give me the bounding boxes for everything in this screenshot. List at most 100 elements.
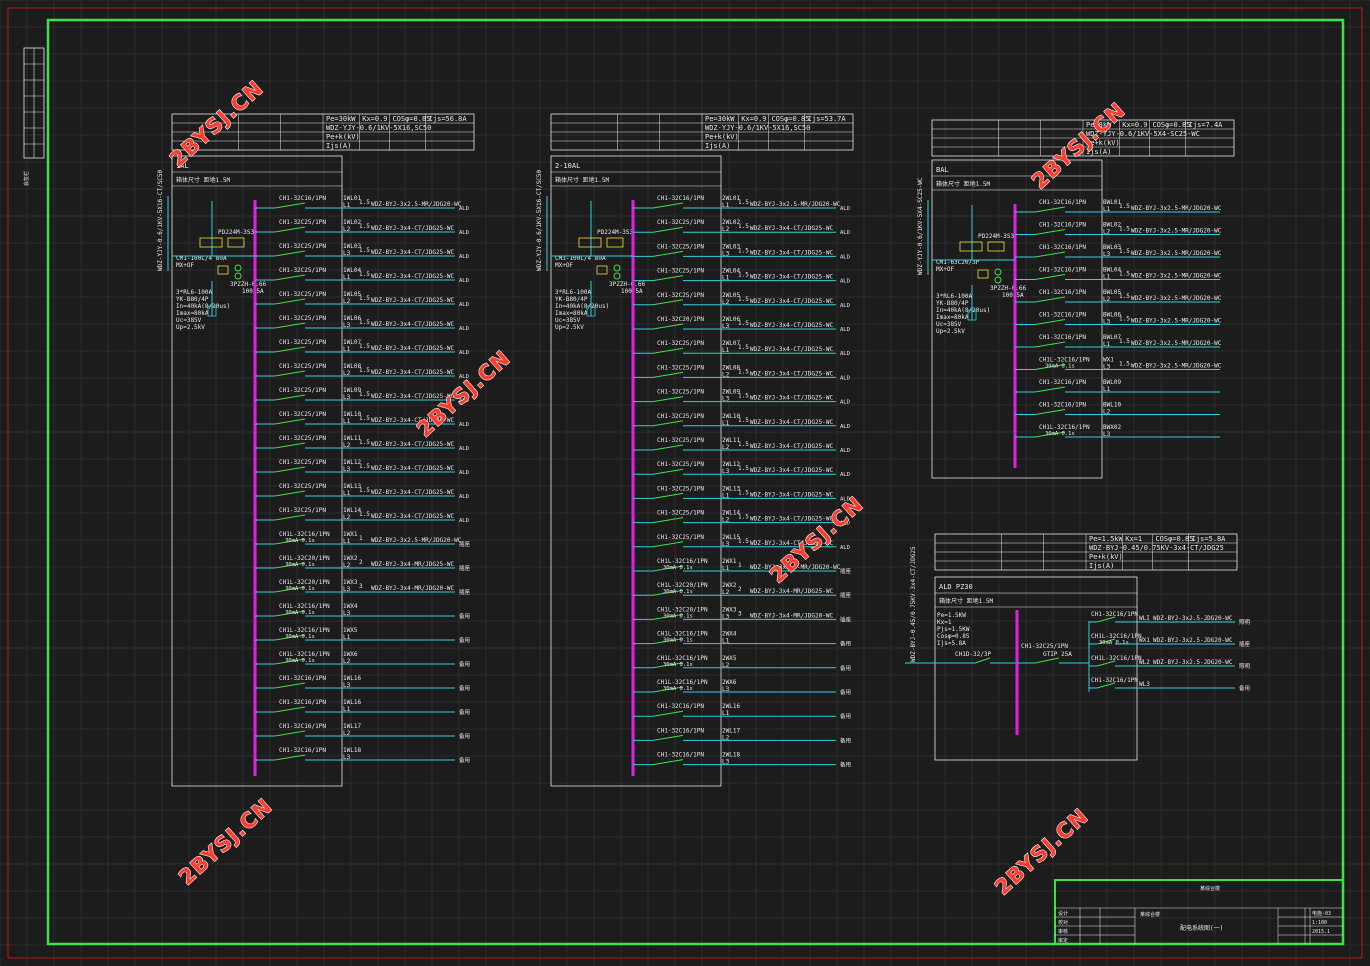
destination: 备用 xyxy=(459,660,470,668)
breaker-contact xyxy=(652,710,684,717)
circuit-no: 2WL06 xyxy=(722,316,740,323)
breaker-contact xyxy=(652,396,684,403)
phase: L3 xyxy=(343,466,351,473)
circuit-no: 2WL01 xyxy=(722,195,740,202)
panel-box xyxy=(171,155,343,787)
header-ijs: Ijs=56.8A xyxy=(429,115,468,123)
circuit-no: BWL10 xyxy=(1103,402,1121,409)
rcd-spec: 30mA 0.1s xyxy=(285,658,315,664)
power: 1.5 xyxy=(738,441,749,448)
circuit-no: 2WL10 xyxy=(722,413,740,420)
circuit-no: BWL06 xyxy=(1103,312,1121,319)
rcd-spec: 30mA 0.1s xyxy=(663,613,693,619)
power: 1.5 xyxy=(738,247,749,254)
destination: ALD xyxy=(840,230,850,236)
power: 1.5 xyxy=(738,538,749,545)
breaker-contact xyxy=(652,420,684,427)
destination: ALD xyxy=(459,374,469,380)
destination: ALD xyxy=(459,278,469,284)
cable-spec: WDZ-BYJ-3x4-CT/JDG25-WC xyxy=(750,443,833,450)
panel-subtitle: 箱体尺寸 距地1.5M xyxy=(555,176,609,184)
breaker-contact xyxy=(274,658,306,665)
circuit-no: 1WL06 xyxy=(343,315,361,322)
power: 1.5 xyxy=(1119,361,1130,368)
destination: ALD xyxy=(840,254,850,260)
destination: ALD xyxy=(459,518,469,524)
power: 1.5 xyxy=(738,514,749,521)
main-contact xyxy=(974,657,991,664)
phase: L2 xyxy=(343,442,351,449)
main-spec: CM1-63C20/3P xyxy=(936,259,980,266)
circuit-no: 1WL02 xyxy=(343,219,361,226)
power: 1.5 xyxy=(359,463,370,470)
cable-spec: WDZ-BYJ-3x4-CT/JDG25-WC xyxy=(750,249,833,256)
ct-model: 3PZZH-0.66 xyxy=(230,281,267,288)
breaker-model: CH1L-32C20/1PN xyxy=(657,582,708,589)
circuit-no: 1WX2 xyxy=(343,555,358,562)
panel-subtitle: 箱体尺寸 距地1.5M xyxy=(176,176,230,184)
destination: 照明 xyxy=(1239,663,1251,670)
cable-spec: WDZ-BYJ-3x2.5-MR/JDG20-WC xyxy=(1131,363,1222,370)
cable-spec: WDZ-BYJ-3x4-MR/JDG20-WC xyxy=(750,612,833,619)
param: Pe=1.5KW xyxy=(937,612,966,619)
main-spec: Uc=385V xyxy=(176,317,202,324)
destination: ALD xyxy=(459,398,469,404)
main-spec: In=40kA(8/20us) xyxy=(936,307,990,314)
destination: 插座 xyxy=(459,588,471,596)
company: 某综合楼 xyxy=(1200,885,1220,892)
breaker-contact xyxy=(274,706,306,713)
destination: ALD xyxy=(840,351,850,357)
destination: ALD xyxy=(840,303,850,309)
cable-spec: WDZ-BYJ-3x2.5-MR/JDG20-WC xyxy=(1131,318,1222,325)
phase: L2 xyxy=(343,298,351,305)
destination: 备用 xyxy=(1239,684,1250,692)
cable-spec: WDZ-BYJ-3x4-CT/JDG25-WC xyxy=(750,540,833,547)
destination: ALD xyxy=(459,206,469,212)
mid-contact xyxy=(1034,657,1060,664)
main-spec: MX+OF xyxy=(555,262,573,269)
spd-element xyxy=(586,305,596,317)
breaker-contact xyxy=(652,323,684,330)
breaker-contact xyxy=(1034,386,1066,393)
breaker-model: CH1L-32C16/1PN xyxy=(657,558,708,565)
destination: ALD xyxy=(840,327,850,333)
circuit-no: BWL04 xyxy=(1103,267,1121,274)
power: 1.5 xyxy=(738,368,749,375)
circuit-no: 1WL13 xyxy=(343,483,361,490)
cable-spec: WDZ-BYJ-3x4-CT/JDG25-WC xyxy=(750,346,833,353)
breaker-model: CH1-32C16/1PN xyxy=(279,675,326,682)
mid-breaker: CH1-32C25/1PN xyxy=(1021,643,1068,650)
header-pjs: Pe+k(kV) xyxy=(326,133,360,141)
cable-spec: WDZ-BYJ-3x4-CT/JDG25-WC xyxy=(371,273,454,280)
destination: 备用 xyxy=(840,736,851,744)
breaker-contact xyxy=(1096,660,1116,667)
main-spec: Uc=385V xyxy=(555,317,581,324)
ct-model: 3PZZH-0.66 xyxy=(609,281,646,288)
destination: 备用 xyxy=(459,684,470,692)
meter-model: PD224M-3S3 xyxy=(218,229,255,236)
header-ijs: Ijs=5.8A xyxy=(1192,535,1227,543)
cable-spec: WDZ-BYJ-3x4-CT/JDG25-WC xyxy=(750,322,833,329)
cable-spec: WDZ-BYJ-3x4-CT/JDG25-WC xyxy=(750,274,833,281)
breaker-contact xyxy=(274,610,306,617)
header-kx: Kx=1 xyxy=(1125,535,1142,543)
checker: 校对 xyxy=(1058,919,1068,926)
breaker-contact xyxy=(652,250,684,257)
breaker-model: CH1-32C16/1PN xyxy=(279,747,326,754)
circuit-no: BWL09 xyxy=(1103,379,1121,386)
destination: 插座 xyxy=(459,540,471,548)
destination: 备用 xyxy=(459,708,470,716)
breaker-model: CH1-32C25/1PN xyxy=(657,340,704,347)
panel-name: BAL xyxy=(936,166,949,174)
breaker-contact xyxy=(274,754,306,761)
